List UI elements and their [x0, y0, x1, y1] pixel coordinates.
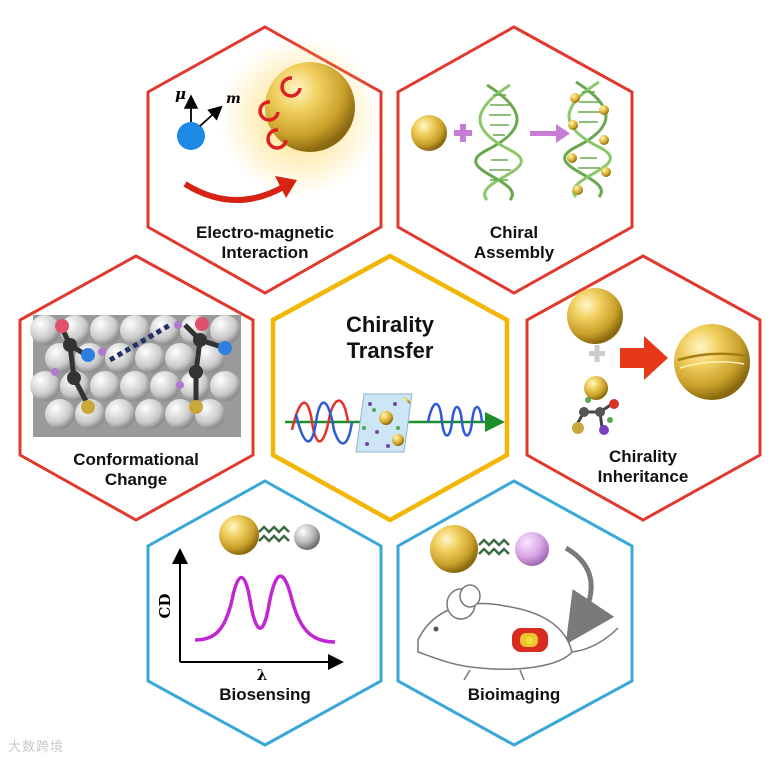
hex-label-line1: Biosensing [219, 685, 311, 704]
hex-chirality-inheritance: Chirality Inheritance [527, 256, 760, 520]
hex-label-line2: Assembly [474, 243, 555, 262]
hex-label-line1: Conformational [73, 450, 199, 469]
cd-x-axis-label: λ [257, 666, 268, 684]
hex-chirality-transfer: Chirality Transfer [273, 256, 507, 520]
hex-label-line2: Inheritance [598, 467, 689, 486]
gold-nanoparticle-icon [567, 288, 623, 344]
hex-label-line1: Chirality [609, 447, 678, 466]
violet-nanoparticle-icon [515, 532, 549, 566]
center-title-line1: Chirality [346, 312, 435, 337]
gold-nanoparticle-icon [219, 515, 259, 555]
hex-label-line2: Interaction [222, 243, 309, 262]
hex-bioimaging: Bioimaging [398, 481, 632, 745]
gold-nanoparticle-icon [411, 115, 447, 151]
hex-label-line1: Electro-magnetic [196, 223, 334, 242]
mu-label: μ [175, 85, 186, 103]
gold-nanoparticle-icon [265, 62, 355, 152]
chiral-gold-nanoparticle-icon [674, 324, 750, 400]
fluorescence-signal-icon [512, 628, 548, 652]
center-title-line2: Transfer [347, 338, 434, 363]
watermark-text: 大数跨境 [8, 736, 64, 755]
hex-chiral-assembly: Chiral Assembly [398, 27, 632, 293]
gold-nanoparticle-icon [430, 525, 478, 573]
chiral-sample-slab-icon [356, 394, 412, 452]
hex-border [273, 256, 507, 520]
hex-conformational-change: Conformational Change [20, 256, 253, 520]
cd-y-axis-label: CD [156, 594, 174, 619]
hex-label-line2: Change [105, 470, 167, 489]
hex-label-line1: Bioimaging [468, 685, 561, 704]
hex-biosensing: CD λ Biosensing [148, 481, 381, 745]
m-label: m [226, 91, 241, 107]
small-gold-nanoparticle-icon [584, 376, 608, 400]
hex-label-line1: Chiral [490, 223, 538, 242]
hex-electromagnetic-interaction: μ m Electro-magnetic Interaction [148, 27, 381, 293]
hex-border [148, 481, 381, 745]
grey-nanoparticle-icon [294, 524, 320, 550]
